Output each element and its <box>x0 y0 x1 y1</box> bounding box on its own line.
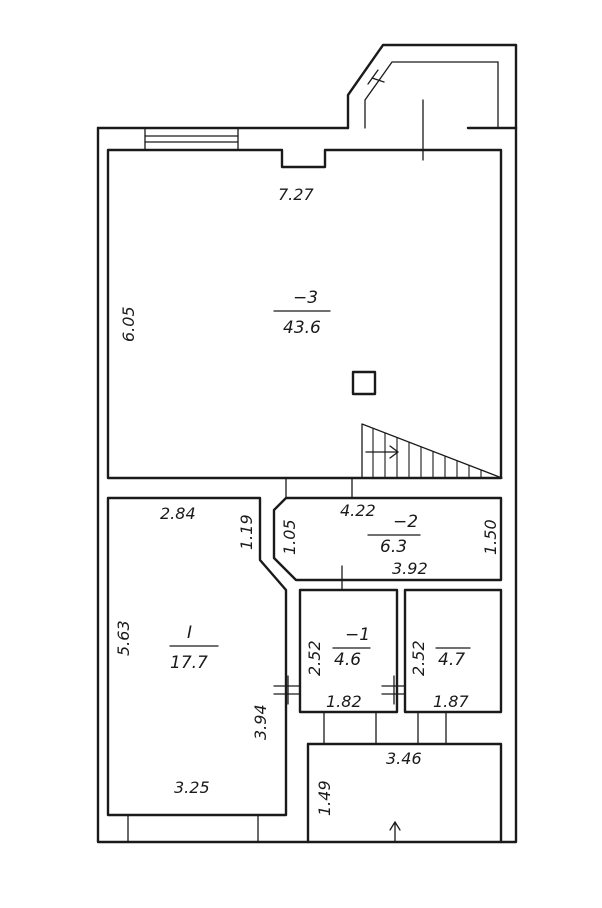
corridor-dim-right: 1.50 <box>481 519 500 555</box>
main-dim-top: 7.27 <box>278 185 314 204</box>
room-corridor: 4.22 1.05 1.50 3.92 −2 6.3 <box>272 477 503 582</box>
bath-room-number: −1 <box>345 625 370 645</box>
window-room-I-bottom <box>127 814 259 843</box>
room-I-dim-right-upper: 1.19 <box>237 514 256 550</box>
main-room-number: −3 <box>293 288 318 308</box>
bath-room-area: 4.6 <box>334 650 361 670</box>
room-main-hall: 7.27 6.05 −3 43.6 <box>106 127 503 480</box>
small-dim-left: 2.52 <box>409 640 428 676</box>
entry-dim-top: 3.46 <box>386 749 422 768</box>
room-I-dim-bottom: 3.25 <box>174 778 210 797</box>
corridor-dim-top: 4.22 <box>340 501 376 520</box>
room-I: 2.84 1.19 5.63 3.94 3.25 I 17.7 <box>106 496 288 843</box>
small-dim-bottom: 1.87 <box>433 692 469 711</box>
small-room-area: 4.7 <box>438 650 465 670</box>
room-entry: 3.46 1.49 <box>306 711 503 844</box>
bath-dim-bottom: 1.82 <box>326 692 362 711</box>
passage-entry-small <box>417 711 447 745</box>
main-dim-left: 6.05 <box>119 306 138 342</box>
room-I-dim-top: 2.84 <box>160 504 196 523</box>
room-I-dim-left: 5.63 <box>114 620 133 656</box>
corridor-room-area: 6.3 <box>380 537 407 557</box>
corridor-room-number: −2 <box>393 512 418 532</box>
entry-dim-left: 1.49 <box>315 780 334 816</box>
room-I-area: 17.7 <box>170 653 208 673</box>
main-room-area: 43.6 <box>283 318 321 338</box>
room-I-dim-right-lower: 3.94 <box>251 704 270 740</box>
window-main-top <box>144 127 239 151</box>
room-I-number: I <box>187 623 192 643</box>
column-square <box>351 370 377 396</box>
porch <box>346 43 518 161</box>
passage-entry-bath <box>323 711 377 745</box>
bath-dim-left: 2.52 <box>305 640 324 676</box>
outer-walls <box>96 126 518 844</box>
corridor-dim-left: 1.05 <box>280 519 299 555</box>
staircase <box>361 423 503 479</box>
room-small: 2.52 1.87 4.7 <box>381 588 503 714</box>
entrance-arrow-icon <box>389 820 401 843</box>
room-bath: 2.52 1.82 −1 4.6 <box>273 565 399 714</box>
corridor-dim-bottom: 3.92 <box>392 559 428 578</box>
